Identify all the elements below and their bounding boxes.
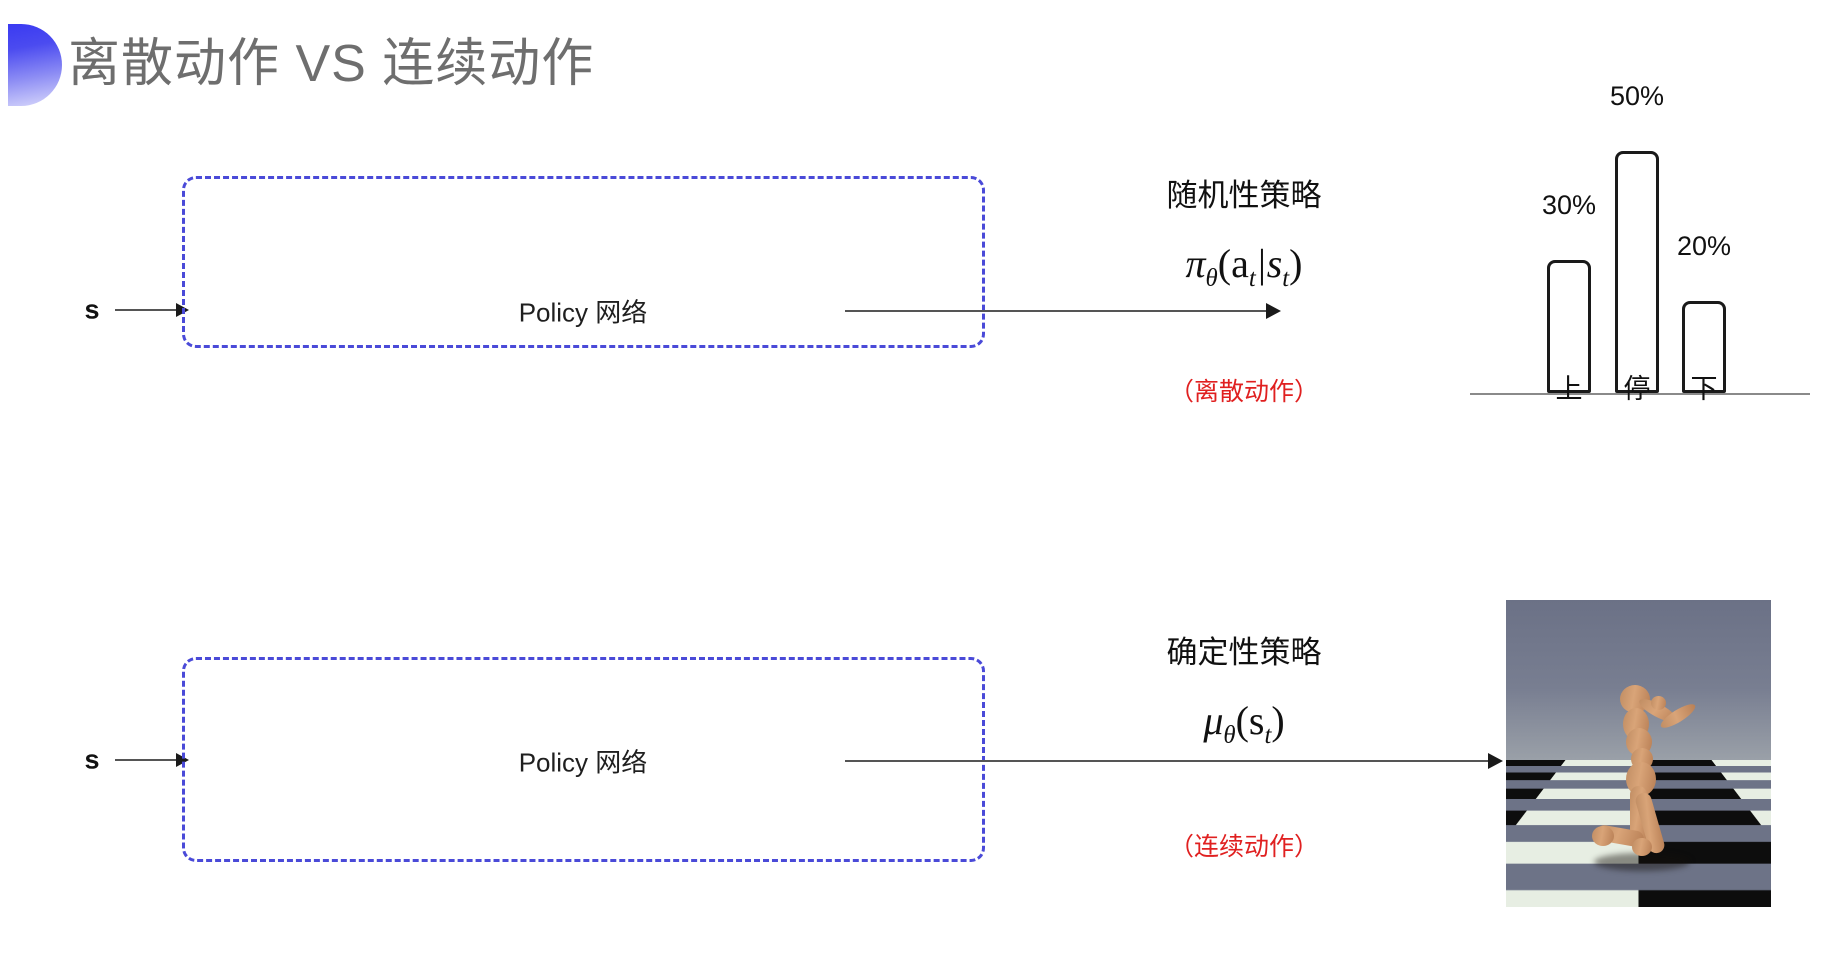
chart-baseline-axis bbox=[1470, 393, 1810, 395]
policy-network-label-continuous: Policy 网络 bbox=[518, 747, 648, 778]
formula-sub-t3: t bbox=[1264, 722, 1272, 749]
discrete-action-note: （离散动作） bbox=[1168, 378, 1320, 406]
action-probability-bar-chart: 30% 上 50% 停 20% 下 bbox=[1470, 81, 1810, 404]
continuous-action-note: （连续动作） bbox=[1168, 833, 1320, 861]
bar-value-stop: 50% bbox=[1609, 81, 1665, 111]
formula-open-paren: (a bbox=[1217, 241, 1249, 286]
bar-category-up: 上 bbox=[1555, 374, 1583, 404]
bar-value-up: 30% bbox=[1541, 190, 1597, 220]
formula-close-paren-2: ) bbox=[1271, 698, 1285, 743]
formula-sub-t1: t bbox=[1248, 265, 1256, 292]
policy-network-label-discrete: Policy 网络 bbox=[518, 297, 648, 328]
humanoid-foot bbox=[1592, 826, 1614, 846]
formula-pi: π bbox=[1185, 241, 1206, 286]
formula-sub-t2: t bbox=[1282, 265, 1290, 292]
deterministic-policy-label: 确定性策略 bbox=[1166, 635, 1322, 670]
arrow-policy-to-output-discrete bbox=[845, 310, 1279, 312]
formula-mid: |s bbox=[1255, 241, 1283, 286]
bar-stop bbox=[1615, 151, 1659, 393]
formula-theta: θ bbox=[1205, 265, 1218, 292]
formula-close-paren: ) bbox=[1289, 241, 1303, 286]
bar-category-down: 下 bbox=[1690, 374, 1718, 404]
humanoid-hand bbox=[1651, 696, 1666, 710]
stochastic-policy-formula: πθ(at|st) bbox=[1186, 240, 1303, 293]
humanoid-knee bbox=[1632, 838, 1652, 856]
formula-mu: μ bbox=[1203, 698, 1224, 743]
title-decoration-halfcircle bbox=[8, 24, 62, 106]
arrow-state-to-policy-continuous bbox=[115, 759, 187, 761]
humanoid-shadow bbox=[1594, 853, 1690, 871]
state-input-label-continuous: s bbox=[84, 744, 100, 775]
stochastic-policy-label: 随机性策略 bbox=[1166, 178, 1322, 213]
bar-value-down: 20% bbox=[1676, 231, 1732, 261]
arrow-policy-to-output-continuous bbox=[845, 760, 1501, 762]
formula-open-paren-2: (s bbox=[1235, 698, 1265, 743]
policy-network-box-discrete[interactable] bbox=[182, 176, 985, 348]
bar-category-stop: 停 bbox=[1623, 374, 1651, 404]
state-input-label-discrete: s bbox=[84, 294, 100, 325]
bar-down bbox=[1682, 301, 1726, 393]
formula-theta-2: θ bbox=[1223, 722, 1236, 749]
deterministic-policy-formula: μθ(st) bbox=[1203, 697, 1284, 750]
arrow-state-to-policy-discrete bbox=[115, 309, 187, 311]
page-title: 离散动作 VS 连续动作 bbox=[68, 35, 595, 93]
humanoid-simulation-image bbox=[1506, 600, 1771, 907]
bar-up bbox=[1547, 260, 1591, 393]
